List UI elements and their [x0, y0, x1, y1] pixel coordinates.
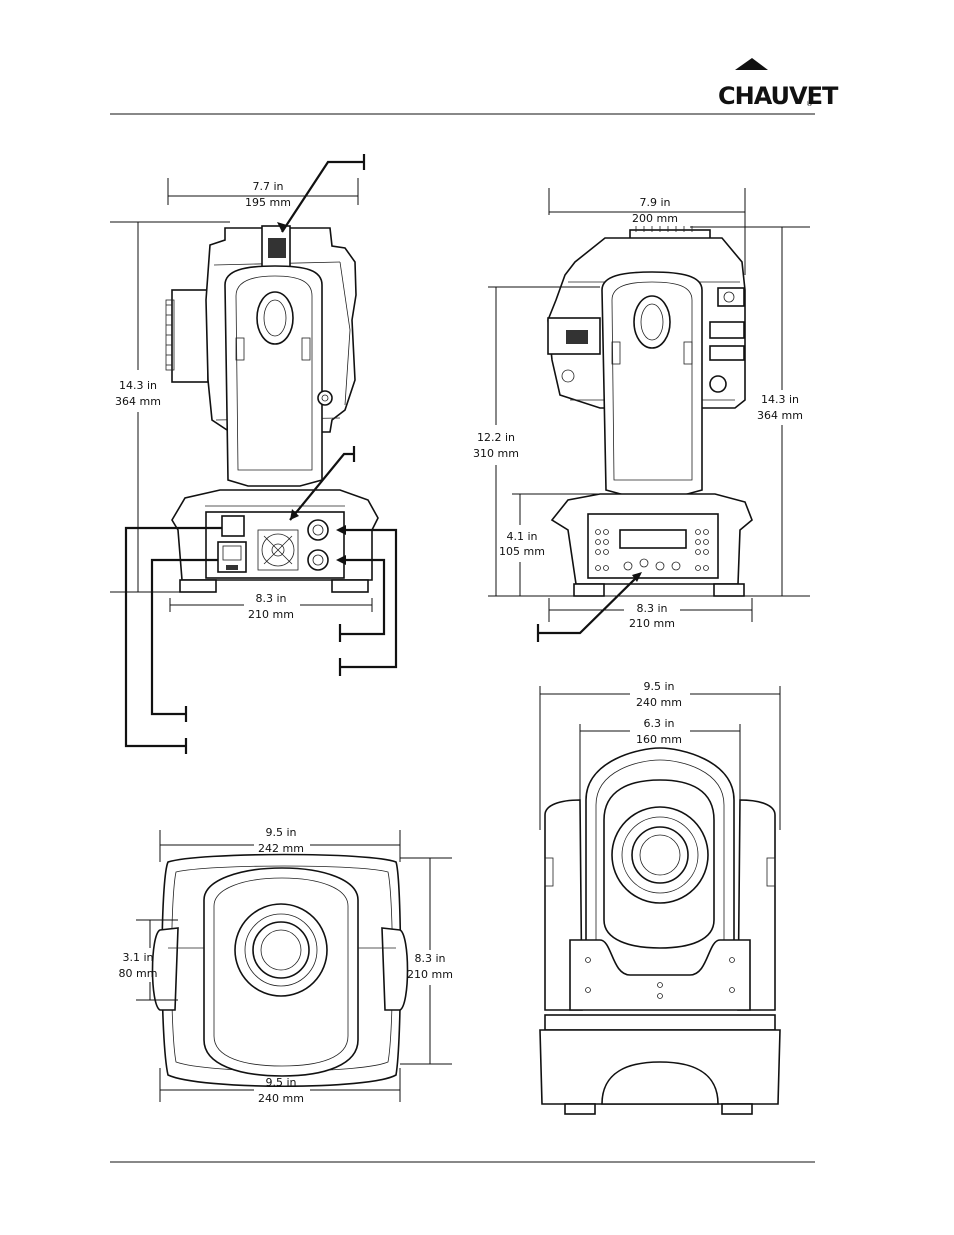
logo-registered-mark: ® [806, 100, 813, 108]
top-lens-in: 3.1 in [122, 951, 153, 964]
front-view-drawing [547, 226, 753, 597]
top-view-drawing [151, 853, 409, 1088]
lens-yoke-width-mm: 160 mm [636, 733, 682, 746]
top-view-dimension-lines [136, 830, 452, 1102]
top-width-in: 9.5 in [265, 826, 296, 839]
top-width-mm: 242 mm [258, 842, 304, 855]
front-view-dimension-lines [488, 188, 810, 622]
front-width-mm: 200 mm [632, 212, 678, 225]
top-depth-in: 8.3 in [414, 952, 445, 965]
top-lens-mm: 80 mm [119, 967, 158, 980]
front-base-height-mm: 105 mm [499, 545, 545, 558]
rear-width-mm: 195 mm [245, 196, 291, 209]
lens-view-width-in: 9.5 in [643, 680, 674, 693]
rear-height-in: 14.3 in [119, 379, 157, 392]
rear-width-in: 7.7 in [252, 180, 283, 193]
rear-height-mm: 364 mm [115, 395, 161, 408]
front-yoke-height-mm: 310 mm [473, 447, 519, 460]
rear-base-in: 8.3 in [255, 592, 286, 605]
logo-text: CHAUVET [718, 82, 839, 110]
top-depth-mm: 210 mm [407, 968, 453, 981]
rear-view-dimension-lines [110, 178, 373, 612]
lens-yoke-width-in: 6.3 in [643, 717, 674, 730]
front-view-callout-leader [536, 572, 642, 642]
front-yoke-height-in: 12.2 in [477, 431, 515, 444]
front-base-width-in: 8.3 in [636, 602, 667, 615]
brand-logo: CHAUVET ® [718, 58, 840, 110]
front-base-height-in: 4.1 in [506, 530, 537, 543]
front-base-width-mm: 210 mm [629, 617, 675, 630]
front-height-mm: 364 mm [757, 409, 803, 422]
rear-base-mm: 210 mm [248, 608, 294, 621]
lens-view-width-mm: 240 mm [636, 696, 682, 709]
top-bottom-width-mm: 240 mm [258, 1092, 304, 1105]
lens-view-dimension-lines [539, 686, 781, 830]
front-height-in: 14.3 in [761, 393, 799, 406]
top-bottom-width-in: 9.5 in [265, 1076, 296, 1089]
front-width-in: 7.9 in [639, 196, 670, 209]
lens-view-drawing [539, 747, 781, 1115]
rear-view-drawing [165, 225, 379, 593]
rear-view-callout-leaders [124, 154, 398, 754]
